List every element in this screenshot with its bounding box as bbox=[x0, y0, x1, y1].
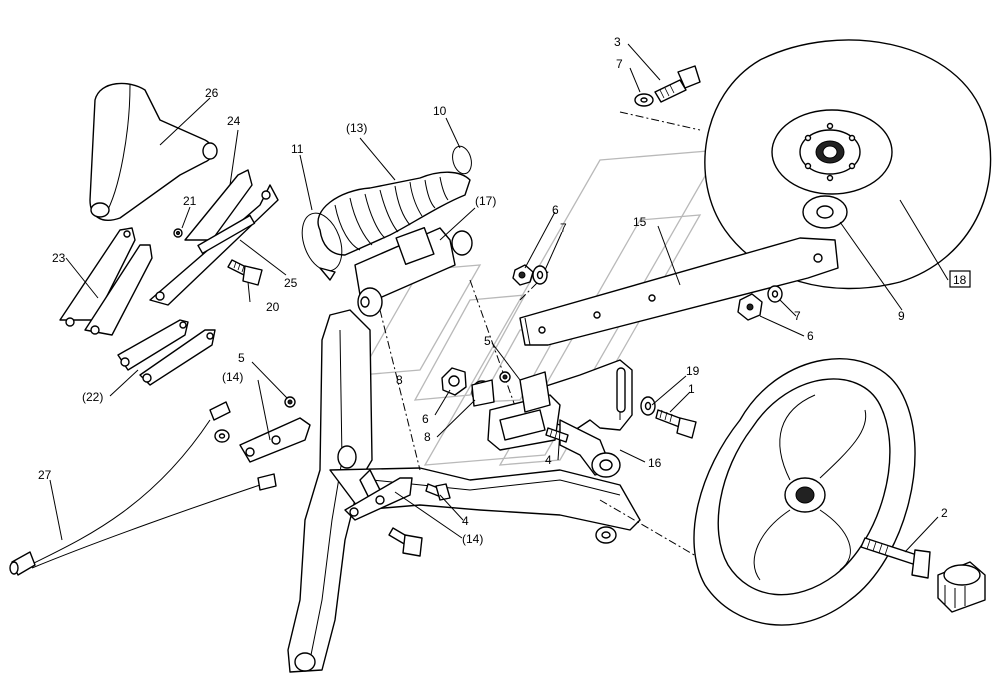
callout-8-upper: 8 bbox=[424, 430, 431, 444]
callout-18-box bbox=[949, 270, 971, 288]
callout-18: 18 bbox=[953, 273, 967, 287]
callout-23: 23 bbox=[52, 251, 66, 265]
callout-10: 10 bbox=[433, 104, 447, 118]
left-bracket-assembly bbox=[59, 82, 413, 521]
callout-1: 1 bbox=[688, 382, 695, 396]
bracket-plate bbox=[487, 359, 633, 478]
callout-3: 3 bbox=[614, 35, 621, 49]
sensor-cable bbox=[9, 401, 277, 576]
callout-7-upper: 7 bbox=[560, 221, 567, 235]
callout-27: 27 bbox=[38, 468, 52, 482]
callout-13: (13) bbox=[346, 121, 367, 135]
disc-wheel bbox=[619, 39, 992, 290]
callout-6-right: 6 bbox=[807, 329, 814, 343]
callout-15: 15 bbox=[633, 215, 647, 229]
callout-22: (22) bbox=[82, 390, 103, 404]
callout-2: 2 bbox=[941, 506, 948, 520]
callout-7: 7 bbox=[616, 57, 623, 71]
callout-16: 16 bbox=[648, 456, 662, 470]
callout-4-right: 4 bbox=[545, 453, 552, 467]
callout-14-upper: (14) bbox=[222, 370, 243, 384]
callout-24: 24 bbox=[227, 114, 241, 128]
callout-25: 25 bbox=[284, 276, 298, 290]
callout-20: 20 bbox=[266, 300, 280, 314]
callout-7-right: 7 bbox=[794, 309, 801, 323]
callout-17: (17) bbox=[475, 194, 496, 208]
disc-arm bbox=[519, 237, 839, 346]
callout-19: 19 bbox=[686, 364, 700, 378]
callout-6-center: 6 bbox=[422, 412, 429, 426]
callout-6-upper: 6 bbox=[552, 203, 559, 217]
leader-lines bbox=[49, 43, 949, 553]
callout-5-center: 5 bbox=[484, 334, 491, 348]
callout-11: 11 bbox=[291, 142, 304, 156]
callout-21: 21 bbox=[183, 194, 197, 208]
callout-4-lower: 4 bbox=[462, 514, 469, 528]
callout-labels: 3 7 26 10 (13) 24 11 (17) 21 6 15 7 23 2… bbox=[38, 35, 971, 546]
callout-9: 9 bbox=[898, 309, 905, 323]
bellows-spring bbox=[301, 145, 473, 317]
callout-26: 26 bbox=[205, 86, 219, 100]
callout-5-left: 5 bbox=[238, 351, 245, 365]
callout-14-lower: (14) bbox=[462, 532, 483, 546]
fasteners bbox=[173, 65, 783, 557]
callout-8-lower: 8 bbox=[396, 373, 403, 387]
depth-wheel bbox=[693, 358, 986, 626]
main-frame bbox=[287, 269, 721, 673]
